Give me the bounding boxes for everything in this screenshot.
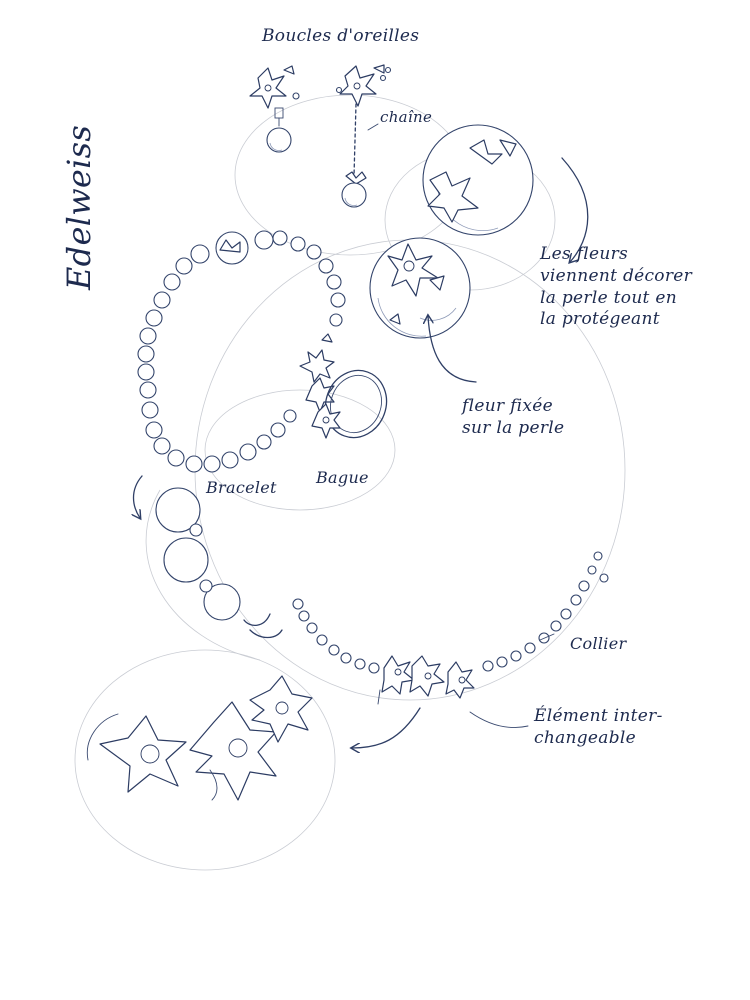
earrings-label: Boucles d'oreilles [262,26,420,46]
flower-cluster-detail [86,675,313,801]
flower-fixed-label: fleur fixée sur la perle [462,396,565,438]
bracelet-label: Bracelet [206,478,277,497]
earring-right [335,64,392,208]
pearl-with-fixed-flower [369,237,471,339]
flowers-note-label: Les fleurs viennent décorer la perle tou… [540,244,693,330]
necklace-sketch [292,551,609,699]
necklace-flowers [381,655,475,699]
pearl-with-flowers-top [422,124,534,236]
interchangeable-label: Élément inter- changeable [534,706,663,748]
bracelet-detail [155,487,283,639]
bracelet-sketch [137,230,346,473]
ring-label: Bague [316,468,369,487]
earring-left [249,65,300,153]
sketch-title: Edelweiss [60,124,98,290]
necklace-label: Collier [570,634,627,653]
earrings-sketch [249,64,392,208]
annotation-arrows [134,157,589,748]
chain-label: chaîne [380,108,433,126]
ring-sketch [311,369,388,439]
chain-pointer [367,123,379,131]
